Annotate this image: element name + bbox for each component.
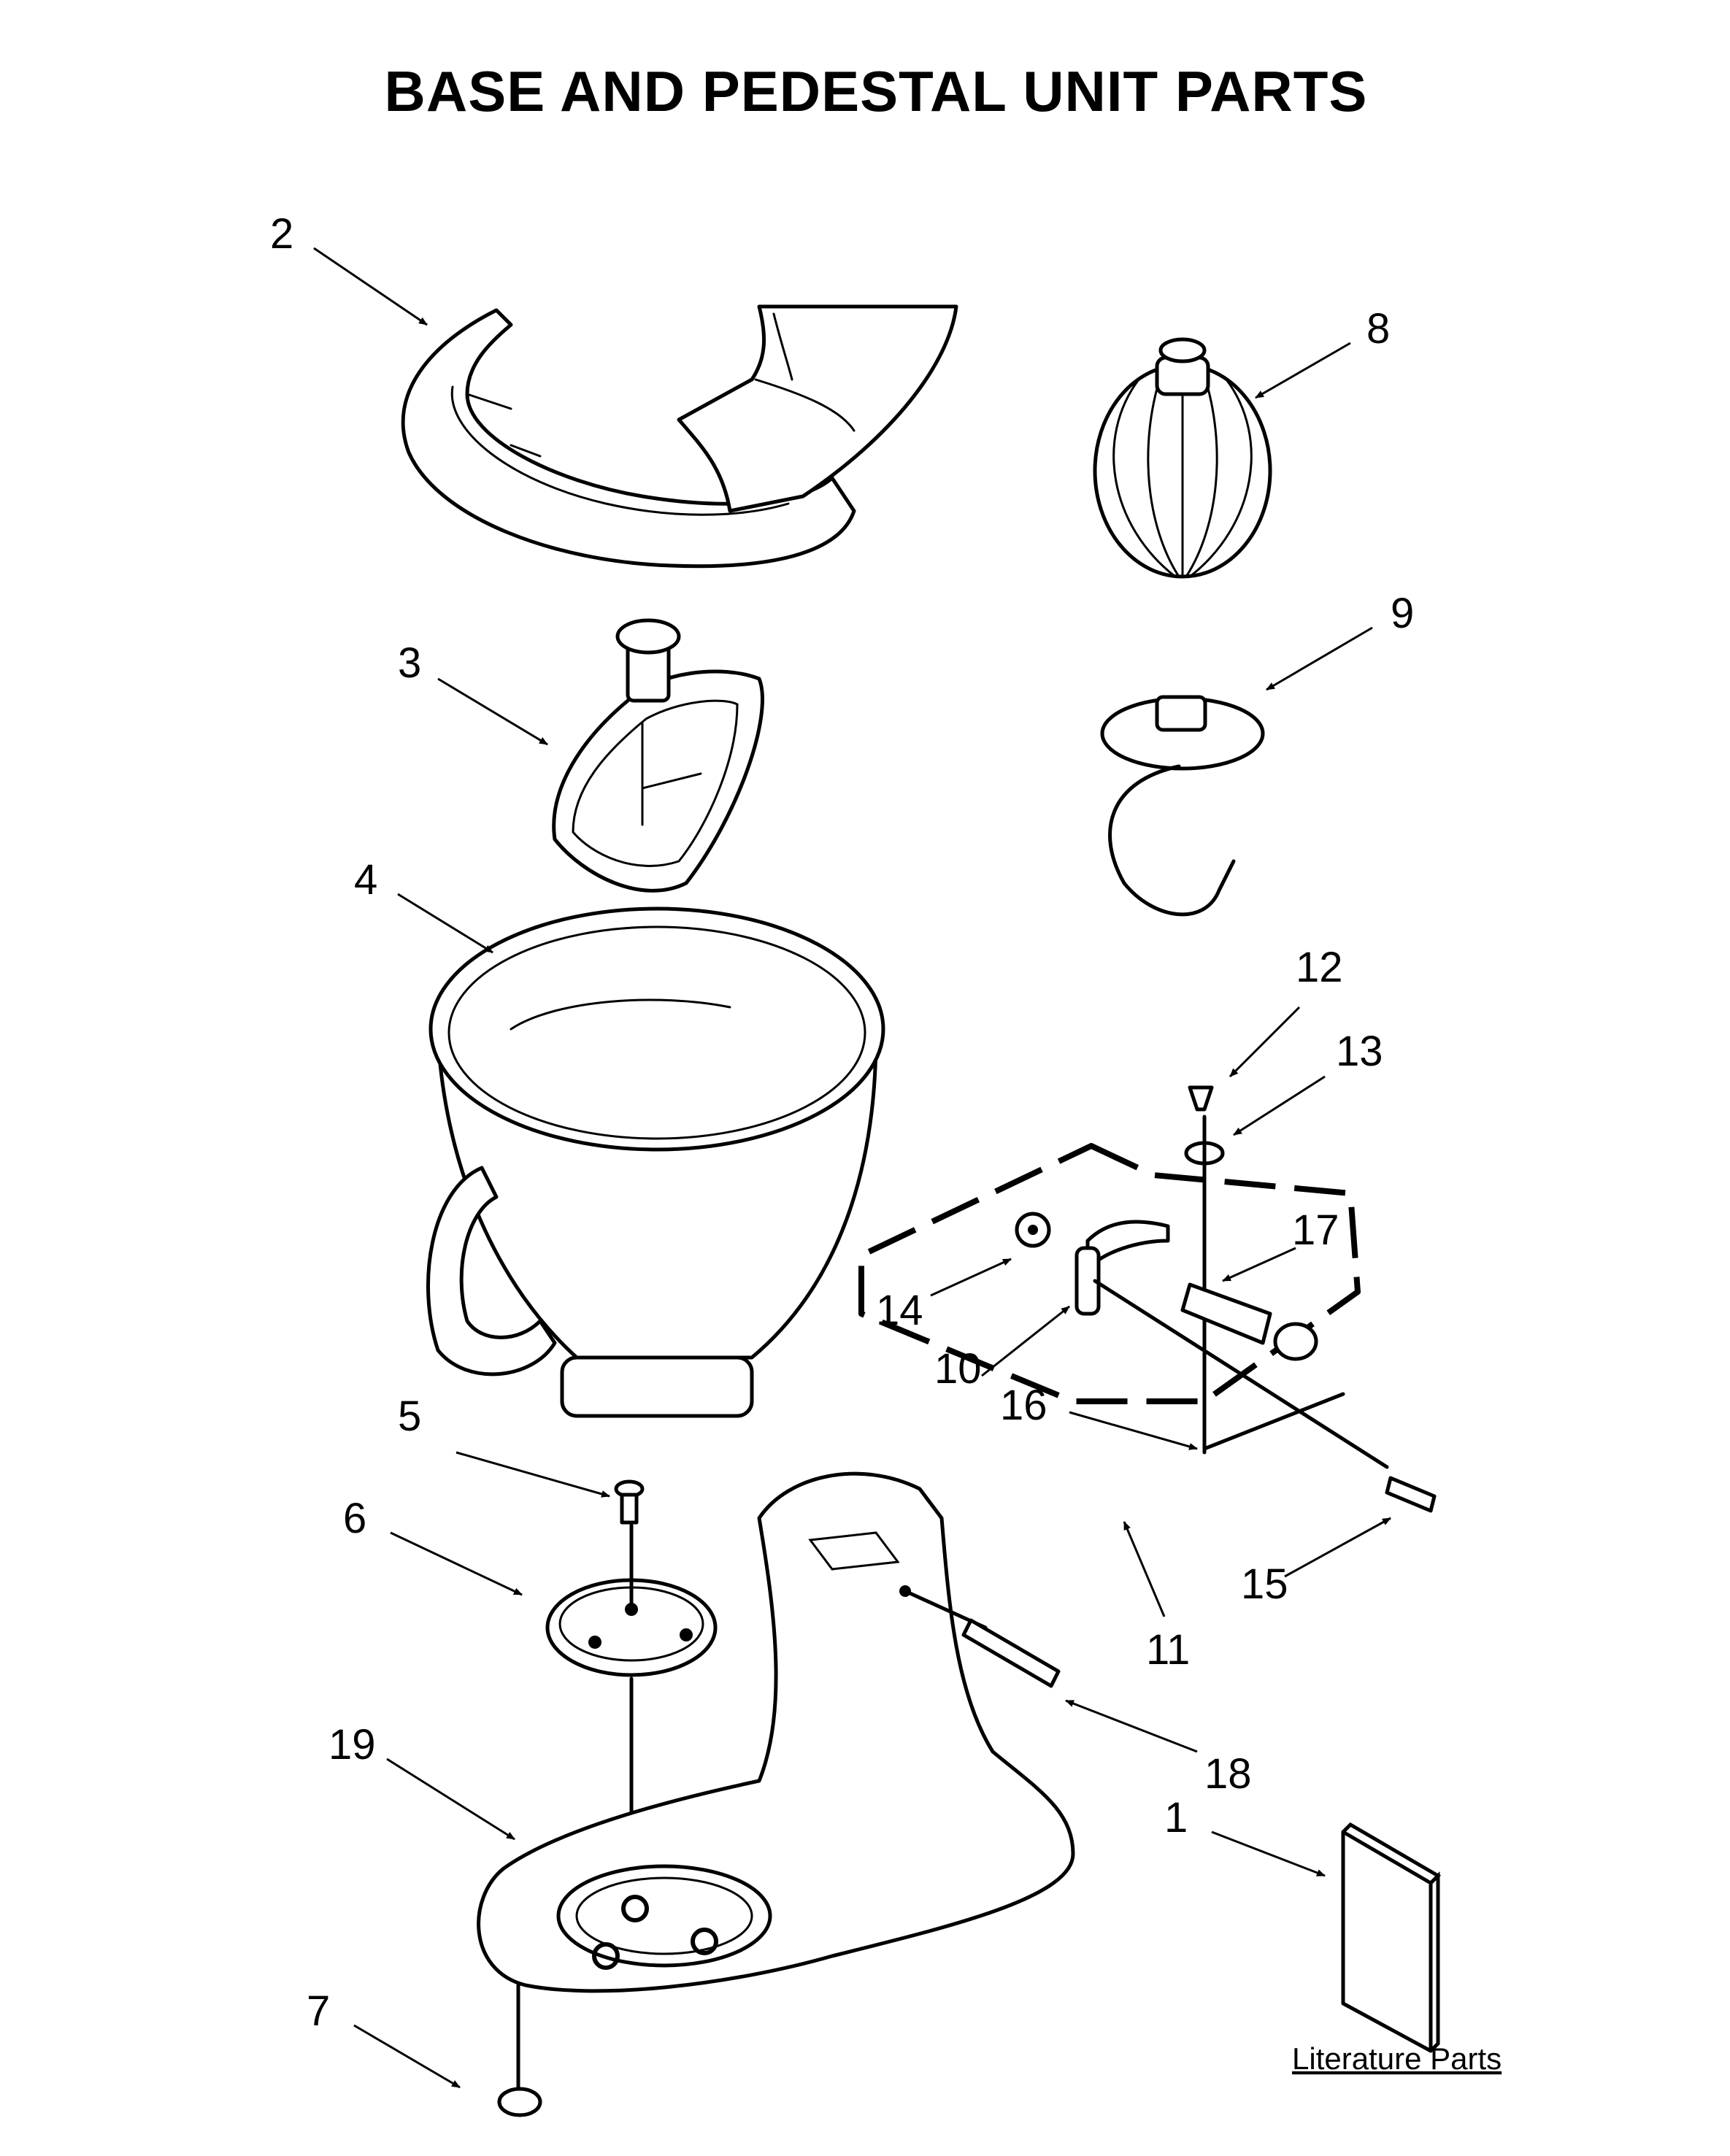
callout-4: 4: [354, 856, 377, 904]
callout-13: 13: [1336, 1028, 1383, 1075]
callout-6: 6: [343, 1495, 366, 1542]
callout-9: 9: [1391, 590, 1414, 637]
callout-arrows: [313, 247, 1391, 2089]
trim-band-drawing: [545, 1523, 718, 1871]
flat-beater-drawing: [552, 618, 764, 893]
pouring-shield-drawing: [401, 304, 958, 569]
diagram-title: BASE AND PEDESTAL UNIT PARTS: [385, 59, 1368, 123]
kit-11-outline: [858, 1143, 1361, 1404]
callout-17: 17: [1292, 1206, 1339, 1254]
literature-parts-link[interactable]: Literature Parts: [1292, 2041, 1502, 2076]
callout-1: 1: [1164, 1794, 1188, 1841]
callout-16: 16: [1000, 1382, 1047, 1429]
callout-12: 12: [1296, 944, 1343, 991]
callout-14: 14: [876, 1287, 923, 1334]
callout-10: 10: [934, 1345, 982, 1393]
callout-8: 8: [1366, 305, 1390, 353]
foot-drawing: [497, 1983, 542, 2117]
callout-18: 18: [1204, 1750, 1252, 1798]
screw-drawing: [614, 1479, 645, 1525]
bowl-drawing: [426, 906, 885, 1418]
dough-hook-drawing: [1100, 695, 1265, 917]
callout-15: 15: [1241, 1560, 1288, 1608]
callout-5: 5: [398, 1393, 421, 1440]
callout-7: 7: [307, 1987, 330, 2035]
callout-19: 19: [328, 1721, 376, 1768]
pedestal-base-drawing: [477, 1471, 1075, 1993]
literature-booklet-drawing: [1341, 1822, 1442, 2053]
hinge-pin-assembly-drawing: [1015, 1085, 1437, 1513]
callout-11: 11: [1146, 1626, 1190, 1674]
callout-2: 2: [270, 210, 293, 258]
wire-whip-drawing: [1093, 337, 1272, 579]
hinge-pin-drawing: [903, 1589, 1061, 1688]
callout-3: 3: [398, 639, 421, 687]
